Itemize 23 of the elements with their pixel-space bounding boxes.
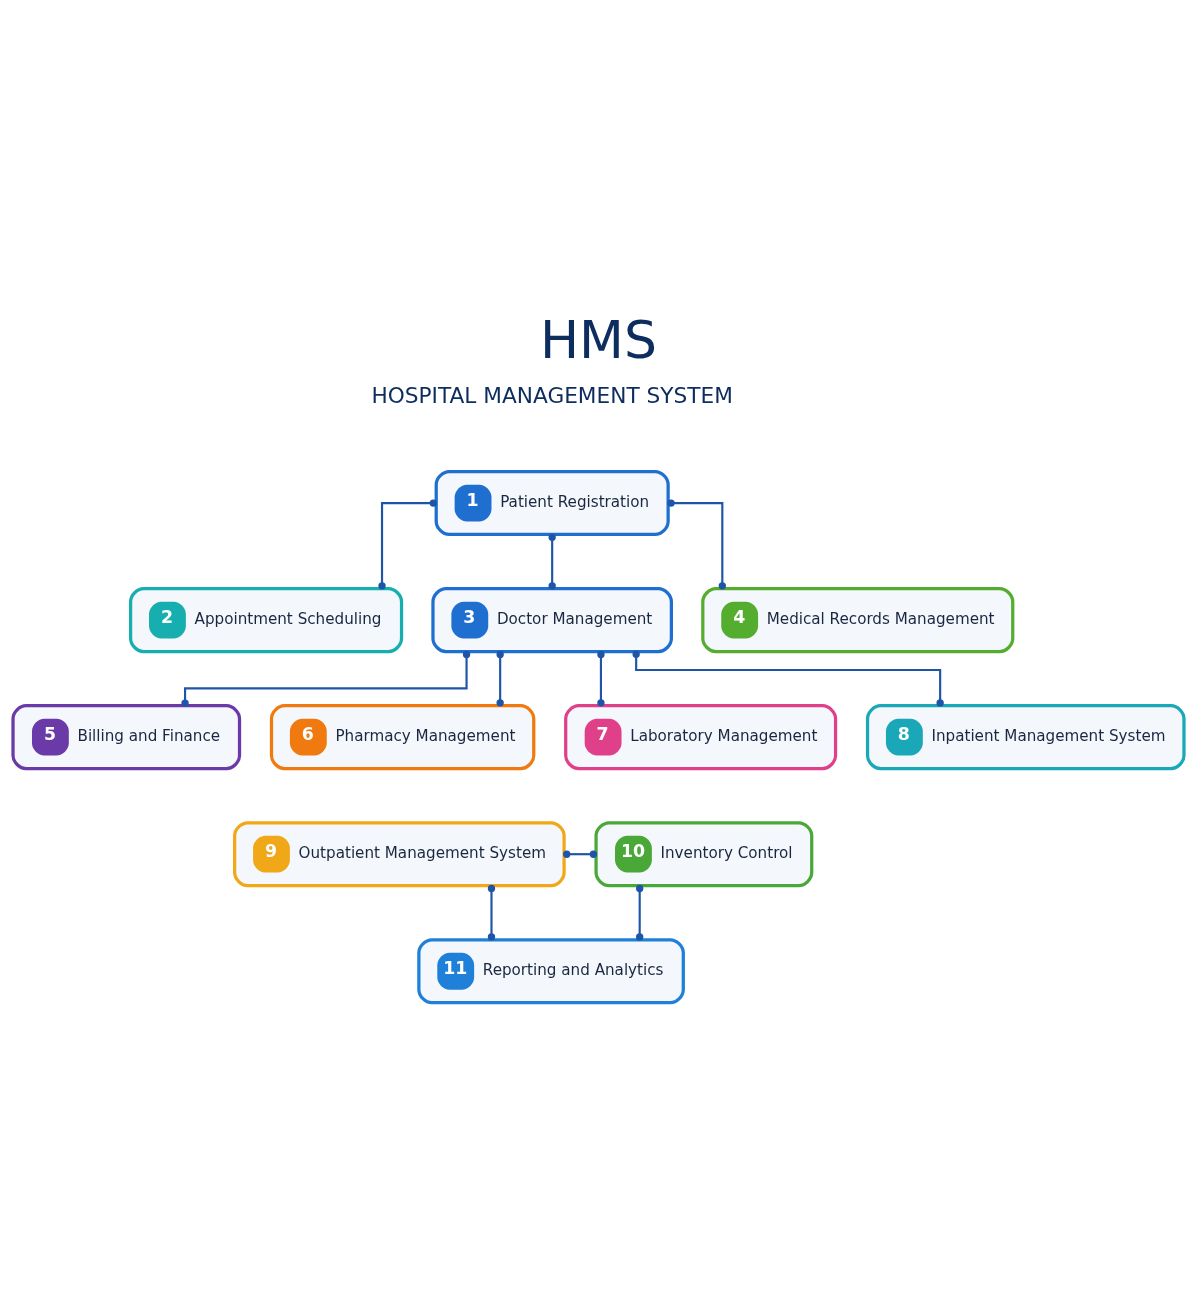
- node-box: 3 Doctor Management: [431, 587, 673, 654]
- node-box: 6 Pharmacy Management: [269, 704, 536, 771]
- connector: [636, 884, 644, 941]
- connector: [548, 533, 556, 590]
- connector: [632, 650, 944, 707]
- connector: [487, 884, 496, 941]
- node-box: 1 Patient Registration: [434, 470, 670, 537]
- connector: [181, 650, 471, 707]
- connector: [667, 499, 726, 590]
- node-box: 2 Appointment Scheduling: [128, 587, 404, 654]
- node-box: 5 Billing and Finance: [11, 704, 242, 771]
- node-box: 10 Inventory Control: [594, 821, 814, 888]
- connector: [378, 499, 437, 590]
- connector: [597, 650, 605, 707]
- node-box: 4 Medical Records Management: [701, 587, 1015, 654]
- connector: [496, 650, 504, 707]
- node-box: 9 Outpatient Management System: [233, 821, 566, 888]
- node-box: 8 Inpatient Management System: [865, 704, 1186, 771]
- label: HOSPITAL MANAGEMENT SYSTEM: [371, 383, 733, 409]
- node-box: 7 Laboratory Management: [564, 704, 838, 771]
- node-box: 11 Reporting and Analytics: [417, 938, 685, 1005]
- connector: [563, 850, 598, 858]
- diagram-title: HMS: [540, 310, 657, 371]
